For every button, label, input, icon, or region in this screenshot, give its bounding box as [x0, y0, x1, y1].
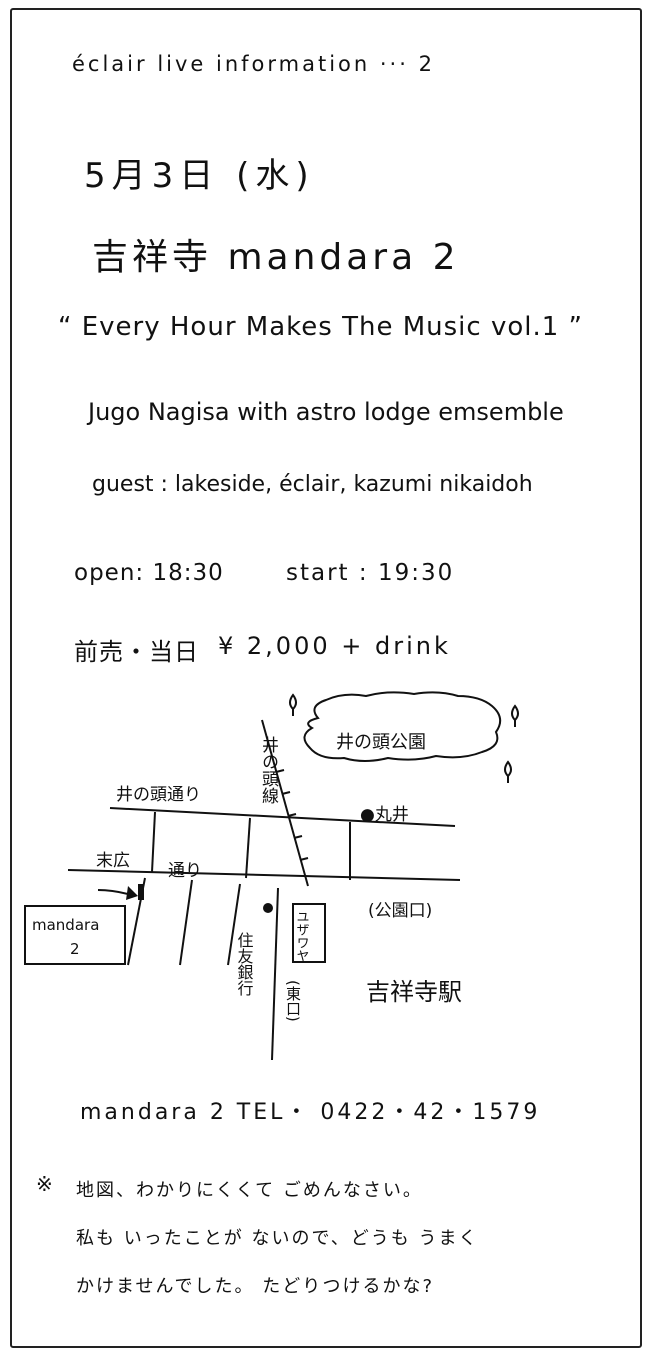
price-label: 前売・当日 — [74, 638, 199, 666]
tree-icon — [511, 704, 519, 727]
note-mark: ※ — [36, 1172, 54, 1196]
event-venue: 吉祥寺 mandara 2 — [92, 237, 460, 278]
note-line-2: 私も いったことが ないので、どうも うまく — [76, 1228, 479, 1249]
line-inokashira-label: 井の頭線 — [258, 736, 279, 804]
bank-label: 住友銀行 — [235, 932, 254, 997]
event-guest: guest : lakeside, éclair, kazumi nikaido… — [92, 472, 533, 497]
event-title: “ Every Hour Makes The Music vol.1 ” — [58, 312, 583, 342]
tree-icon — [289, 693, 297, 716]
arrow-icon — [97, 889, 129, 895]
contact-line: mandara 2 TEL・ 0422・42・1579 — [80, 1100, 541, 1125]
street-inokashira-label: 井の頭通り — [116, 785, 201, 805]
venue-box-number: 2 — [70, 940, 80, 958]
yuzawaya-box — [292, 903, 326, 963]
park-label: 井の頭公園 — [336, 732, 426, 753]
marui-label: ●丸井 — [360, 805, 409, 825]
price-value: ¥ 2,000 + drink — [218, 632, 451, 660]
page-border — [10, 8, 642, 1348]
venue-box — [24, 905, 126, 965]
header-line: éclair live information ··· 2 — [72, 52, 435, 76]
station-label: 吉祥寺駅 — [366, 978, 462, 1006]
start-time: start : 19:30 — [286, 560, 455, 586]
railway-line — [261, 719, 309, 887]
east-exit-label: (東口) — [284, 980, 302, 1022]
yuzawaya-label: ユザワヤ — [294, 910, 310, 962]
venue-box-label: mandara — [32, 916, 99, 934]
access-map: 井の頭公園 井の頭通り 井の頭線 ●丸井 末広 通り mandara 2 住友銀… — [24, 691, 519, 1061]
suehiro-label-2: 通り — [168, 861, 202, 881]
open-time: open: 18:30 — [74, 560, 224, 586]
note-line-3: かけませんでした。 たどりつけるかな? — [76, 1276, 435, 1297]
park-exit-label: (公園口) — [368, 901, 432, 921]
event-artist: Jugo Nagisa with astro lodge emsemble — [88, 398, 564, 426]
tree-icon — [504, 760, 512, 783]
suehiro-label-1: 末広 — [96, 851, 130, 871]
park-outline — [303, 691, 502, 762]
event-date: 5月3日 (水) — [84, 156, 315, 196]
note-line-1: 地図、わかりにくくて ごめんなさい。 — [76, 1180, 423, 1201]
